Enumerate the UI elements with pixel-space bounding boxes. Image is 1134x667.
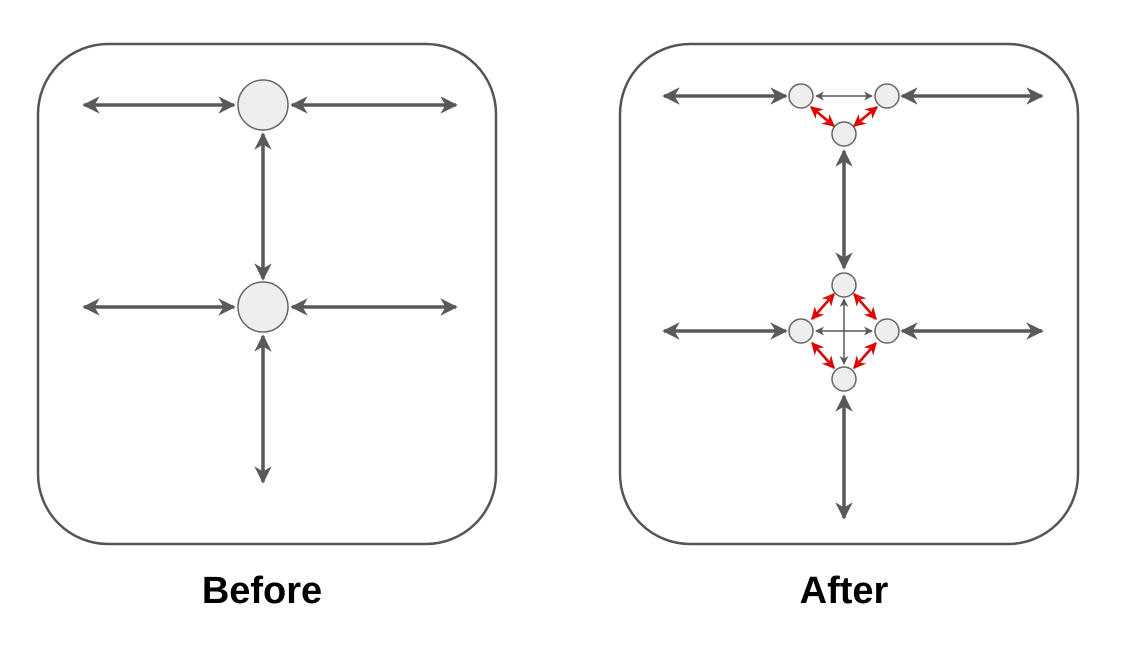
before-label: Before <box>201 570 323 612</box>
after-frame <box>618 42 1080 546</box>
after-bottom-red-link-top-left <box>811 293 835 320</box>
after-node-bottom-left <box>788 318 814 344</box>
after-bottom-red-link-top-right <box>853 293 877 320</box>
after-node-top-right <box>874 83 900 109</box>
after-node-bottom-top <box>831 272 857 298</box>
after-panel <box>618 42 1080 546</box>
after-top-red-link-left <box>810 106 835 127</box>
after-label: After <box>799 570 889 612</box>
before-frame <box>36 42 498 546</box>
after-top-red-link-right <box>853 106 878 127</box>
after-node-top-left <box>788 83 814 109</box>
after-node-bottom-right <box>874 318 900 344</box>
after-node-top-center <box>831 121 857 147</box>
before-node-top <box>237 79 289 131</box>
after-node-bottom-bottom <box>831 366 857 392</box>
before-panel <box>36 42 498 546</box>
before-node-bottom <box>237 281 289 333</box>
after-bottom-red-link-bottom-left <box>811 342 835 369</box>
after-bottom-red-link-bottom-right <box>853 342 877 369</box>
